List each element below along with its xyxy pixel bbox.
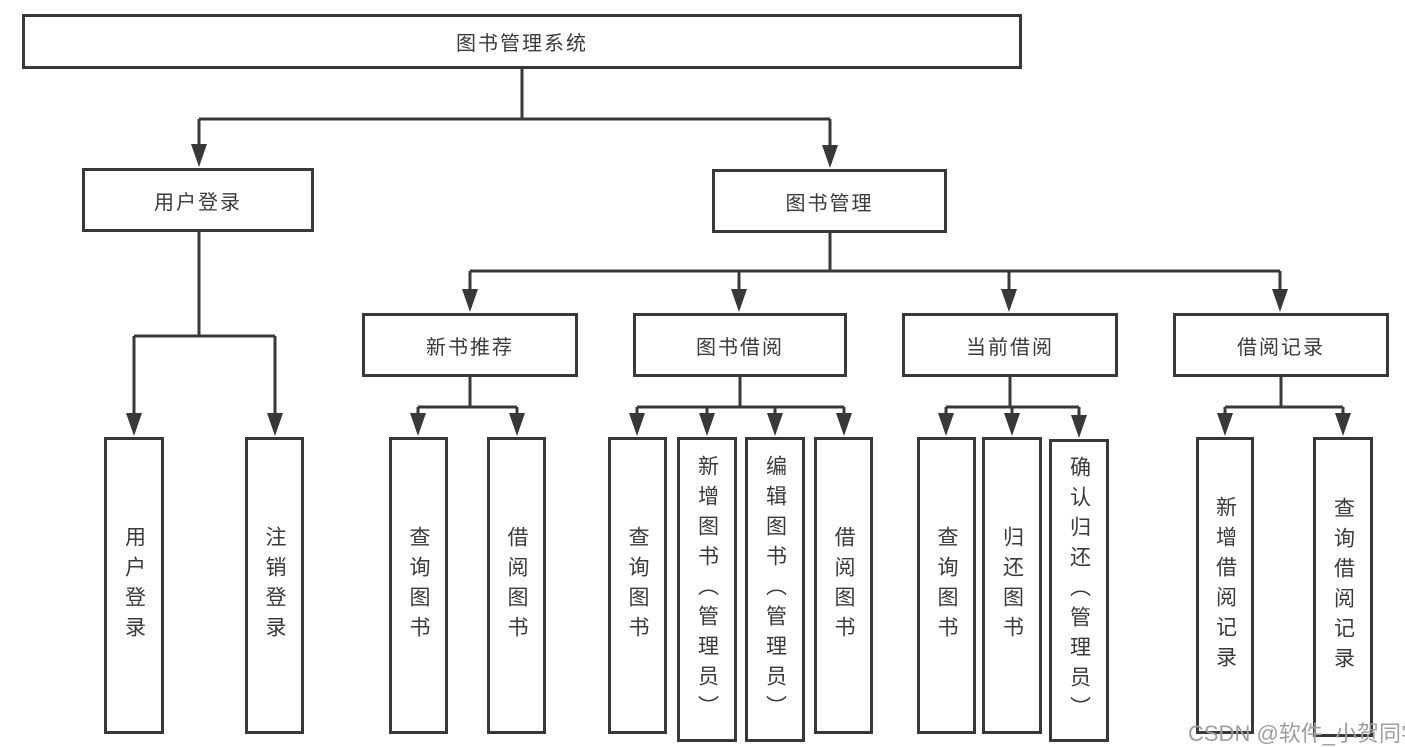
node-leaf-borrow-books-1: 借阅图书 [487, 437, 546, 734]
node-leaf-query-books-1: 查询图书 [389, 437, 448, 734]
node-leaf-add-book-admin: 新增图书（管理员） [677, 437, 737, 742]
node-leaf-query-borrow-record: 查询借阅记录 [1313, 437, 1373, 737]
node-leaf-query-books-3: 查询图书 [917, 437, 976, 734]
node-leaf-query-books-2: 查询图书 [608, 437, 667, 734]
node-book-borrow: 图书借阅 [633, 313, 847, 377]
node-borrow-records: 借阅记录 [1173, 313, 1389, 377]
node-leaf-add-borrow-record: 新增借阅记录 [1196, 437, 1254, 734]
csdn-watermark: CSDN @软件_小贺同学 [1188, 721, 1405, 746]
arrowheads [126, 144, 1351, 438]
node-leaf-edit-book-admin: 编辑图书（管理员） [745, 437, 805, 742]
node-leaf-confirm-return-admin: 确认归还（管理员） [1049, 439, 1109, 742]
node-root: 图书管理系统 [22, 14, 1022, 69]
node-leaf-borrow-books-2: 借阅图书 [814, 437, 873, 734]
node-user-login: 用户登录 [82, 168, 314, 232]
node-leaf-logout: 注销登录 [245, 437, 304, 734]
node-new-books: 新书推荐 [362, 313, 578, 377]
node-book-mgmt: 图书管理 [712, 169, 947, 233]
node-leaf-return-books: 归还图书 [982, 437, 1042, 734]
node-leaf-user-login: 用户登录 [104, 437, 164, 734]
node-current-borrow: 当前借阅 [902, 313, 1118, 377]
